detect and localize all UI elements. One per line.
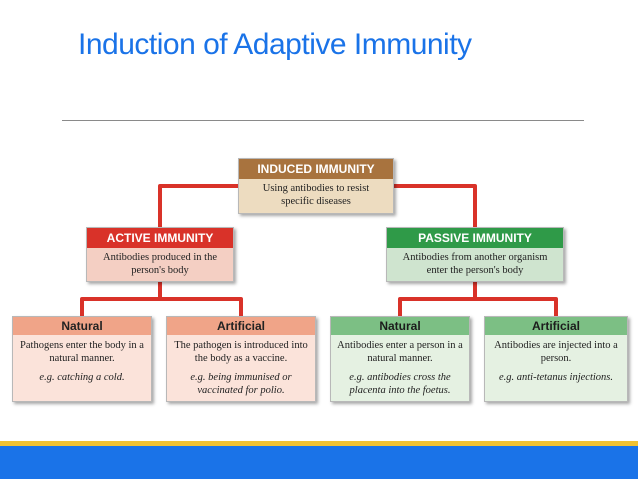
- passive-immunity-title: PASSIVE IMMUNITY: [387, 228, 563, 248]
- active-immunity-title: ACTIVE IMMUNITY: [87, 228, 233, 248]
- passive-natural-text: Antibodies enter a person in a natural m…: [331, 335, 469, 397]
- active-natural-example: e.g. catching a cold.: [39, 372, 125, 383]
- induced-immunity-box: INDUCED IMMUNITY Using antibodies to res…: [238, 158, 394, 214]
- connector-induced-active: [158, 184, 240, 229]
- passive-immunity-description: Antibodies from another organism enter t…: [402, 252, 548, 276]
- passive-artificial-text: Antibodies are injected into a person. e…: [485, 335, 627, 384]
- active-natural-text: Pathogens enter the body in a natural ma…: [13, 335, 151, 384]
- connector-active-children: [80, 280, 243, 318]
- footer-bar: [0, 446, 638, 479]
- passive-artificial-box: Artificial Antibodies are injected into …: [484, 316, 628, 402]
- passive-artificial-example: e.g. anti-tetanus injections.: [498, 372, 614, 383]
- active-natural-description: Pathogens enter the body in a natural ma…: [20, 340, 144, 364]
- induced-immunity-description: Using antibodies to resist specific dise…: [262, 183, 370, 207]
- passive-artificial-title: Artificial: [485, 317, 627, 335]
- active-natural-title: Natural: [13, 317, 151, 335]
- active-immunity-box: ACTIVE IMMUNITY Antibodies produced in t…: [86, 227, 234, 282]
- connector-induced-passive: [392, 184, 477, 229]
- induced-immunity-title: INDUCED IMMUNITY: [239, 159, 393, 179]
- active-immunity-description: Antibodies produced in the person's body: [102, 252, 218, 276]
- active-artificial-text: The pathogen is introduced into the body…: [167, 335, 315, 397]
- passive-natural-description: Antibodies enter a person in a natural m…: [337, 340, 463, 364]
- connector-passive-children: [398, 280, 558, 318]
- active-artificial-example: e.g. being immunised or vaccinated for p…: [190, 372, 292, 396]
- passive-immunity-box: PASSIVE IMMUNITY Antibodies from another…: [386, 227, 564, 282]
- active-natural-box: Natural Pathogens enter the body in a na…: [12, 316, 152, 402]
- active-artificial-box: Artificial The pathogen is introduced in…: [166, 316, 316, 402]
- passive-natural-example: e.g. antibodies cross the placenta into …: [349, 372, 451, 396]
- passive-natural-title: Natural: [331, 317, 469, 335]
- passive-artificial-description: Antibodies are injected into a person.: [494, 340, 618, 364]
- passive-natural-box: Natural Antibodies enter a person in a n…: [330, 316, 470, 402]
- footer-accent-stripe: [0, 441, 638, 446]
- title-divider: [62, 120, 584, 121]
- slide-title: Induction of Adaptive Immunity: [78, 28, 472, 61]
- active-artificial-title: Artificial: [167, 317, 315, 335]
- active-artificial-description: The pathogen is introduced into the body…: [174, 340, 308, 364]
